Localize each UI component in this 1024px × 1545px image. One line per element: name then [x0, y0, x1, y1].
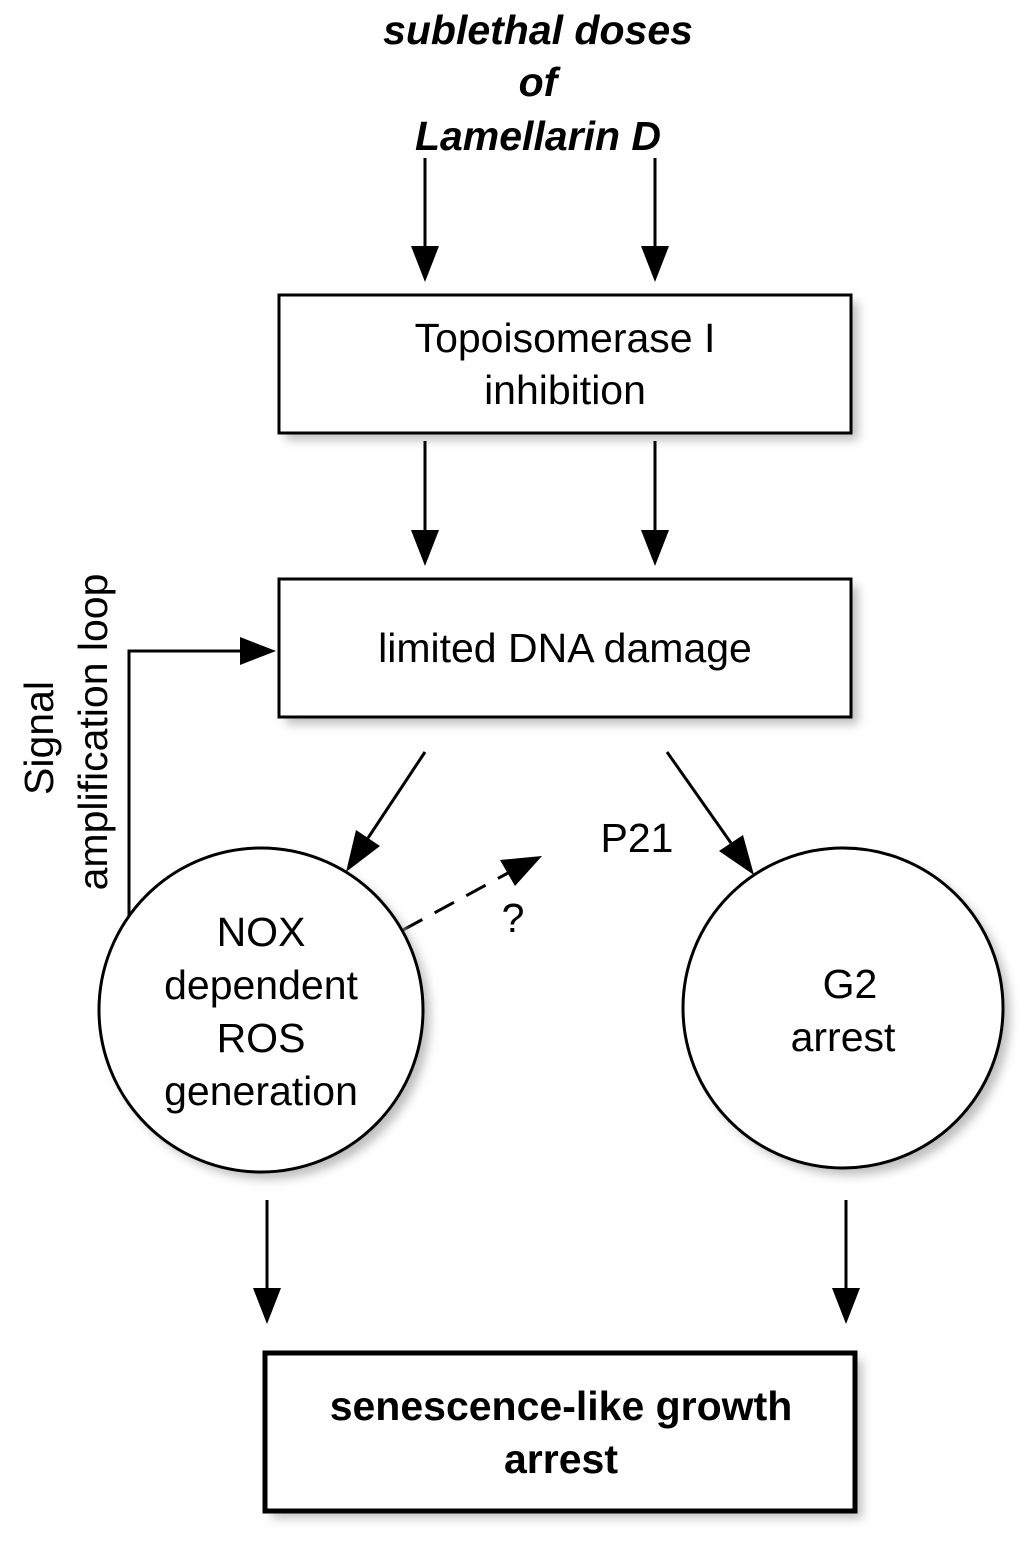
- nox-line-4: generation: [164, 1068, 358, 1114]
- loop-label-line-1: Signal: [16, 681, 62, 795]
- dna-damage-label: limited DNA damage: [378, 625, 752, 671]
- question-mark-label: ?: [502, 895, 525, 941]
- g2-line-1: G2: [823, 961, 878, 1007]
- topo-line-2: inhibition: [484, 367, 646, 413]
- edge-title-to-topo-left: [411, 158, 439, 282]
- topo-line-1: Topoisomerase I: [415, 315, 716, 361]
- p21-label: P21: [601, 815, 674, 861]
- title-line-3: Lamellarin D: [415, 113, 661, 159]
- edge-topo-to-dna-left: [411, 441, 439, 566]
- node-nox-ros-generation: NOX dependent ROS generation: [97, 846, 430, 1179]
- senescence-line-1: senescence-like growth: [330, 1383, 793, 1429]
- node-topoisomerase-inhibition: Topoisomerase I inhibition: [277, 293, 858, 440]
- edge-g2-to-senescence: [832, 1200, 860, 1324]
- edge-dna-to-nox: [346, 751, 427, 872]
- node-limited-dna-damage: limited DNA damage: [277, 577, 858, 724]
- node-senescence-like-growth-arrest: senescence-like growth arrest: [262, 1350, 862, 1518]
- diagram-title: sublethal doses of Lamellarin D: [383, 7, 693, 159]
- edge-topo-to-dna-right: [641, 441, 669, 566]
- edge-amplification-loop: [127, 637, 276, 918]
- title-line-2: of: [519, 59, 562, 105]
- node-g2-arrest: G2 arrest: [681, 846, 1010, 1175]
- nox-line-2: dependent: [164, 962, 358, 1008]
- g2-line-2: arrest: [791, 1014, 896, 1060]
- nox-line-1: NOX: [217, 909, 306, 955]
- edge-dna-to-g2: [665, 751, 754, 875]
- senescence-line-2: arrest: [504, 1436, 618, 1482]
- amplification-loop-label: Signal amplification loop: [16, 574, 116, 891]
- loop-label-line-2: amplification loop: [70, 574, 116, 891]
- edge-title-to-topo-right: [641, 158, 669, 282]
- nox-line-3: ROS: [217, 1015, 306, 1061]
- title-line-1: sublethal doses: [383, 7, 693, 53]
- edge-nox-to-p21-dashed: [402, 856, 542, 932]
- edge-nox-to-senescence: [253, 1200, 281, 1324]
